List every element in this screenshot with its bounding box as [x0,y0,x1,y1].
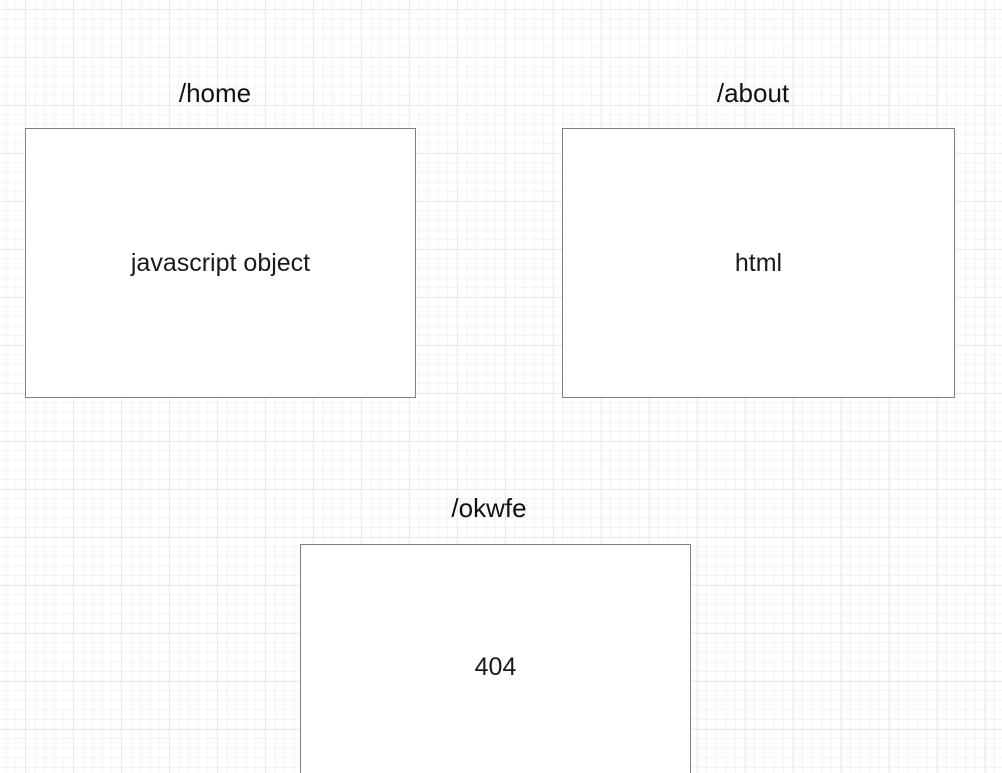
node-label-home: /home [178,78,252,108]
node-label-okwfe: /okwfe [451,493,527,523]
node-box-home[interactable]: javascript object [25,128,416,398]
node-box-about[interactable]: html [562,128,955,398]
node-body-text-home: javascript object [130,248,311,277]
node-box-okwfe[interactable]: 404 [300,544,691,773]
node-label-about: /about [716,78,790,108]
node-body-text-about: html [734,248,783,277]
node-body-text-okwfe: 404 [474,653,517,681]
